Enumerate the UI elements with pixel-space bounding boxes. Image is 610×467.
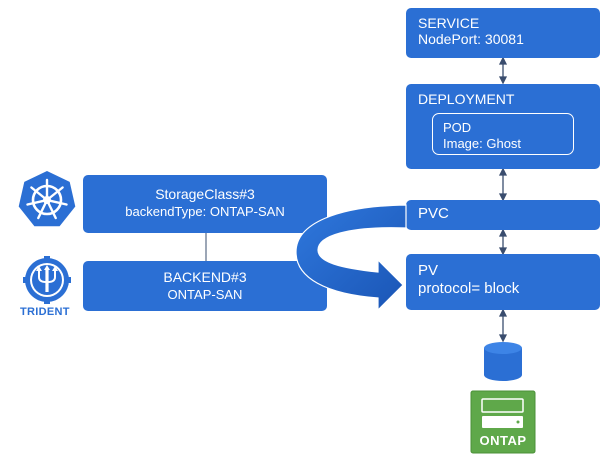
storageclass-box: StorageClass#3 backendType: ONTAP-SAN	[83, 175, 327, 233]
pod-image: Image: Ghost	[443, 136, 522, 151]
connector-pvc-pv	[498, 228, 508, 256]
ontap-icon	[470, 390, 536, 454]
pv-protocol: protocol= block	[418, 280, 520, 297]
deployment-title: DEPLOYMENT	[418, 91, 515, 107]
backend-box: BACKEND#3 ONTAP-SAN	[83, 261, 327, 311]
ontap-label: ONTAP	[479, 433, 527, 448]
service-nodeport: NodePort: 30081	[418, 31, 524, 47]
backend-title: BACKEND#3	[163, 269, 247, 285]
service-box: SERVICE NodePort: 30081	[406, 8, 600, 58]
pod-box: POD Image: Ghost	[432, 113, 574, 155]
connector-service-deployment	[498, 56, 508, 85]
connector-deployment-pvc	[498, 167, 508, 202]
pv-title: PV	[418, 262, 439, 279]
storageclass-title: StorageClass#3	[155, 186, 255, 202]
trident-label: TRIDENT	[20, 306, 70, 318]
trident-icon	[23, 256, 71, 304]
backend-type: ONTAP-SAN	[167, 287, 243, 302]
service-title: SERVICE	[418, 15, 480, 31]
pv-box: PV protocol= block	[406, 254, 600, 310]
storageclass-backend-type: backendType: ONTAP-SAN	[125, 204, 285, 219]
storage-cylinder-icon	[484, 342, 522, 381]
connector-pv-storage	[498, 308, 508, 343]
pvc-title: PVC	[418, 205, 449, 222]
pvc-box: PVC	[406, 200, 600, 230]
pod-title: POD	[443, 120, 472, 135]
kubernetes-icon	[18, 171, 76, 227]
